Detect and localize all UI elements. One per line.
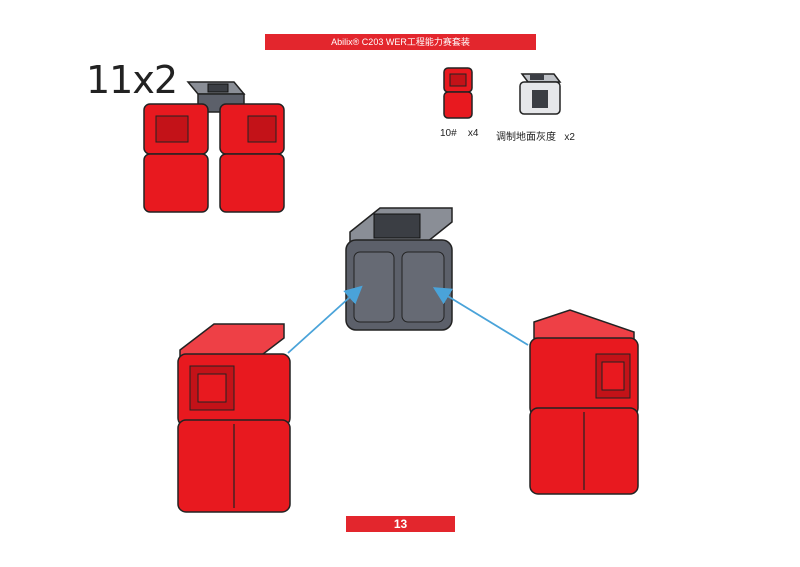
completed-assembly-illustration <box>143 81 285 213</box>
red-cube-icon <box>177 419 291 513</box>
red-cube-icon <box>443 67 473 119</box>
assembly-arrow-icon <box>287 285 363 354</box>
document-header: Abilix® C203 WER工程能力赛套装 <box>265 34 536 50</box>
step-quantity: 11x2 <box>86 58 178 102</box>
left-red-stack <box>177 323 291 513</box>
red-cube-icon <box>219 103 285 213</box>
red-cube-icon <box>529 407 639 495</box>
right-red-stack <box>529 309 639 495</box>
assembly-arrow-icon <box>432 287 529 346</box>
red-cube-icon <box>529 309 639 417</box>
part-label-red-cube: 10# x4 <box>440 128 479 139</box>
header-title: Abilix® C203 WER工程能力赛套装 <box>331 37 470 47</box>
gray-sensor-cube-icon <box>345 207 453 331</box>
gray-sensor-cube-center <box>345 207 453 331</box>
red-cube-icon <box>177 323 291 427</box>
part-label-gray-cube: 调制地面灰度 x2 <box>496 132 575 143</box>
red-cube-icon <box>143 103 209 213</box>
gray-sensor-cube-icon <box>519 73 562 115</box>
page-number: 13 <box>346 516 455 532</box>
